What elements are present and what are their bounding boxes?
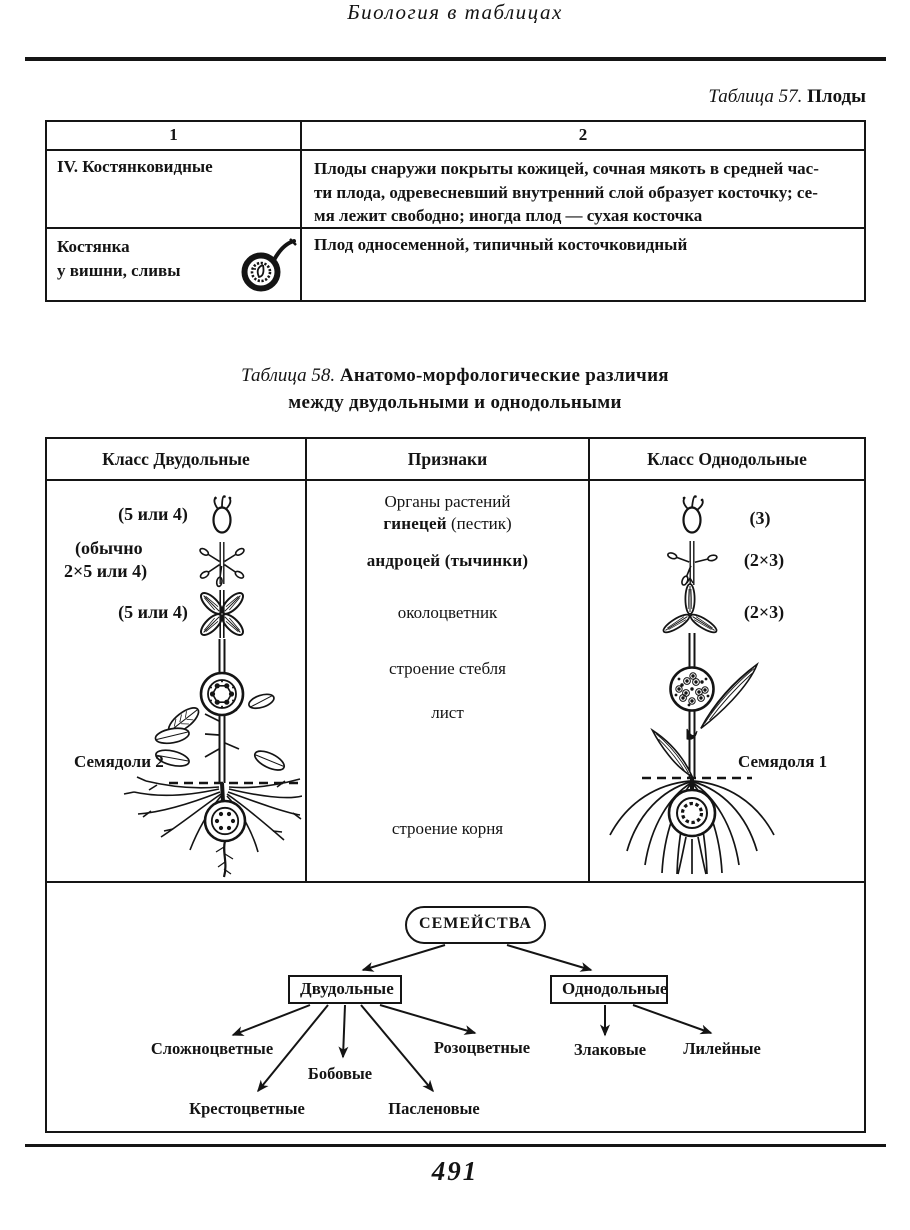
family-poaceae-label: Злаковые [573, 1040, 647, 1059]
diagram-arrows [231, 944, 713, 1093]
table58-col-features-header: Признаки [305, 439, 588, 479]
table-58-dicot-monocot: Класс Двудольные Признаки Класс Однодоль… [45, 437, 866, 1133]
feature-perianth: околоцветник [397, 603, 498, 622]
monocot-stem-section-icon [669, 666, 715, 712]
family-brassicaceae-label: Крестоцветные [189, 1099, 305, 1118]
table-57-fruits: 1 2 IV. Костянковидные Плоды снаружи пок… [45, 120, 866, 302]
table58-header-row: Класс Двудольные Признаки Класс Однодоль… [47, 439, 864, 481]
footer-rule [25, 1144, 886, 1147]
table-row: Костянка у вишни, сливы Плод односеменно… [47, 227, 864, 300]
table57-header-row: 1 2 [47, 122, 864, 149]
feature-stem: строение стебля [389, 659, 506, 678]
feature-organs-title: Органы растений [384, 492, 511, 511]
running-head: Биология в таблицах [347, 0, 563, 24]
four-petal-perianth-icon [200, 590, 244, 638]
five-stamens-icon [199, 542, 245, 588]
monocot-androecium-value: (2×3) [743, 550, 785, 570]
dicot-plant-drawing [123, 495, 302, 878]
monocot-root-section-icon [667, 788, 717, 838]
feature-androecium: андроцей (тычинки) [366, 551, 529, 570]
table58-caption-number: Таблица 58. [241, 365, 340, 386]
table-row: IV. Костянковидные Плоды снаружи покрыты… [47, 149, 864, 227]
table57-caption-title: Плоды [802, 86, 866, 107]
monocot-plant-drawing [609, 495, 775, 875]
header-rule [25, 57, 886, 61]
families-root-node: СЕМЕЙСТВА [405, 906, 546, 944]
feature-gynoecium: гинецей (пестик) [383, 514, 512, 533]
monocot-node: Однодольные [550, 975, 668, 1004]
monocot-perianth-value: (2×3) [743, 602, 785, 622]
table58-caption: Таблица 58. Анатомо-морфологические разл… [241, 365, 669, 413]
pistil-icon [682, 495, 704, 534]
family-solanaceae-label: Пасленовые [388, 1099, 480, 1118]
feature-root: строение корня [391, 819, 504, 838]
family-asteraceae-label: Сложноцветные [150, 1039, 274, 1058]
family-liliaceae-label: Лилейные [683, 1039, 761, 1058]
families-diagram: СЕМЕЙСТВА Двудольные Однодольные Сложноц… [47, 883, 864, 1131]
table57-row2-description: Плод односеменной, типичный косточковидн… [300, 229, 864, 300]
table57-row2-type: Костянка у вишни, сливы [47, 229, 300, 300]
table58-col-dicot-header: Класс Двудольные [102, 448, 250, 469]
monocot-gynoecium-value: (3) [749, 508, 771, 528]
dicot-node: Двудольные [288, 975, 402, 1004]
family-rosaceae-label: Розоцветные [433, 1038, 531, 1057]
table58-body-row: (5 или 4) (обычно 2×5 или 4) (5 или 4) С… [47, 481, 864, 883]
dicot-gynoecium-value: (5 или 4) [118, 504, 188, 524]
dicot-column-cell: (5 или 4) (обычно 2×5 или 4) (5 или 4) С… [47, 481, 305, 881]
monocot-column-cell: (3) (2×3) (2×3) Семядоля 1 [588, 481, 864, 881]
pistil-icon [212, 495, 232, 534]
dicot-perianth-value: (5 или 4) [118, 602, 188, 622]
table57-row1-description: Плоды снаружи покрыты кожицей, сочная мя… [300, 151, 864, 227]
page-number: 491 [431, 1156, 479, 1186]
dicot-stem-section-icon [199, 671, 245, 717]
family-fabaceae-label: Бобовые [307, 1064, 373, 1083]
table57-row1-type: IV. Костянковидные [57, 157, 213, 176]
drupe-cherry-icon [241, 238, 297, 292]
three-stamens-icon [667, 541, 718, 586]
table57-caption: Таблица 57. Плоды [708, 86, 866, 108]
features-column-cell: Органы растений гинецей (пестик) андроце… [305, 481, 588, 881]
dicot-androecium-value-line2: 2×5 или 4) [64, 561, 148, 581]
monocot-cotyledons-label: Семядоля 1 [738, 752, 828, 771]
feature-leaf: лист [431, 703, 464, 722]
three-petal-perianth-icon [662, 576, 718, 634]
table57-caption-number: Таблица 57. [708, 86, 803, 107]
table58-col-monocot-header: Класс Однодольные [588, 439, 864, 479]
table57-col1-header: 1 [169, 125, 178, 144]
dicot-androecium-value-line1: (обычно [75, 538, 143, 558]
dicot-cotyledons-label: Семядоли 2 [74, 752, 164, 771]
table57-col2-header: 2 [300, 122, 864, 149]
dicot-root-section-icon [203, 799, 247, 843]
